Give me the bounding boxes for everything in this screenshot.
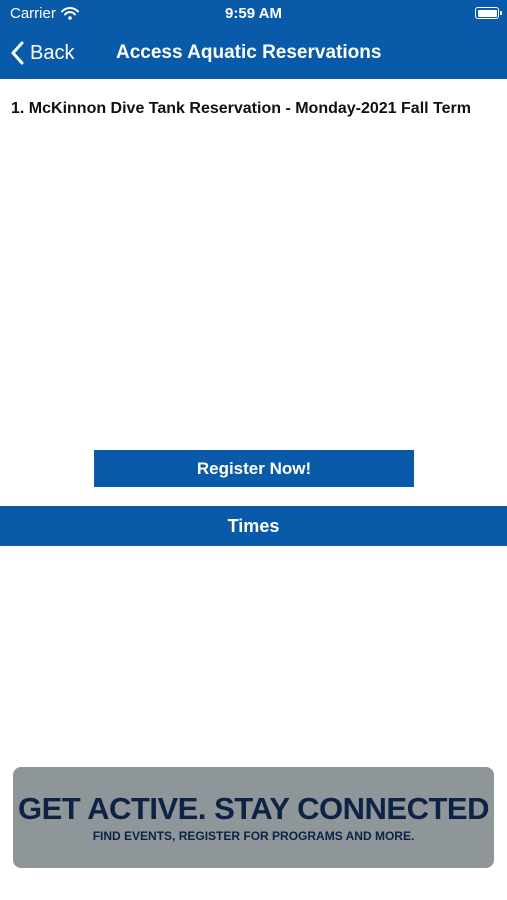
status-carrier-group: Carrier	[10, 5, 79, 22]
back-label: Back	[30, 41, 75, 64]
page-title: Access Aquatic Reservations	[116, 42, 382, 63]
promo-headline: GET ACTIVE. STAY CONNECTED	[17, 791, 490, 826]
wifi-icon	[60, 7, 79, 20]
register-now-button[interactable]: Register Now!	[94, 450, 414, 487]
status-time: 9:59 AM	[225, 5, 282, 22]
times-button[interactable]: Times	[0, 506, 507, 546]
promo-subline: FIND EVENTS, REGISTER FOR PROGRAMS AND M…	[92, 829, 415, 843]
chevron-left-icon	[11, 41, 24, 65]
reservation-title: 1. McKinnon Dive Tank Reservation - Mond…	[11, 100, 471, 117]
promo-banner[interactable]: GET ACTIVE. STAY CONNECTED FIND EVENTS, …	[13, 767, 494, 868]
navigation-bar: Back Access Aquatic Reservations	[0, 28, 507, 79]
battery-icon	[475, 7, 502, 19]
status-bar: Carrier 9:59 AM	[0, 0, 507, 28]
back-button[interactable]: Back	[10, 38, 74, 68]
carrier-label: Carrier	[10, 5, 56, 22]
